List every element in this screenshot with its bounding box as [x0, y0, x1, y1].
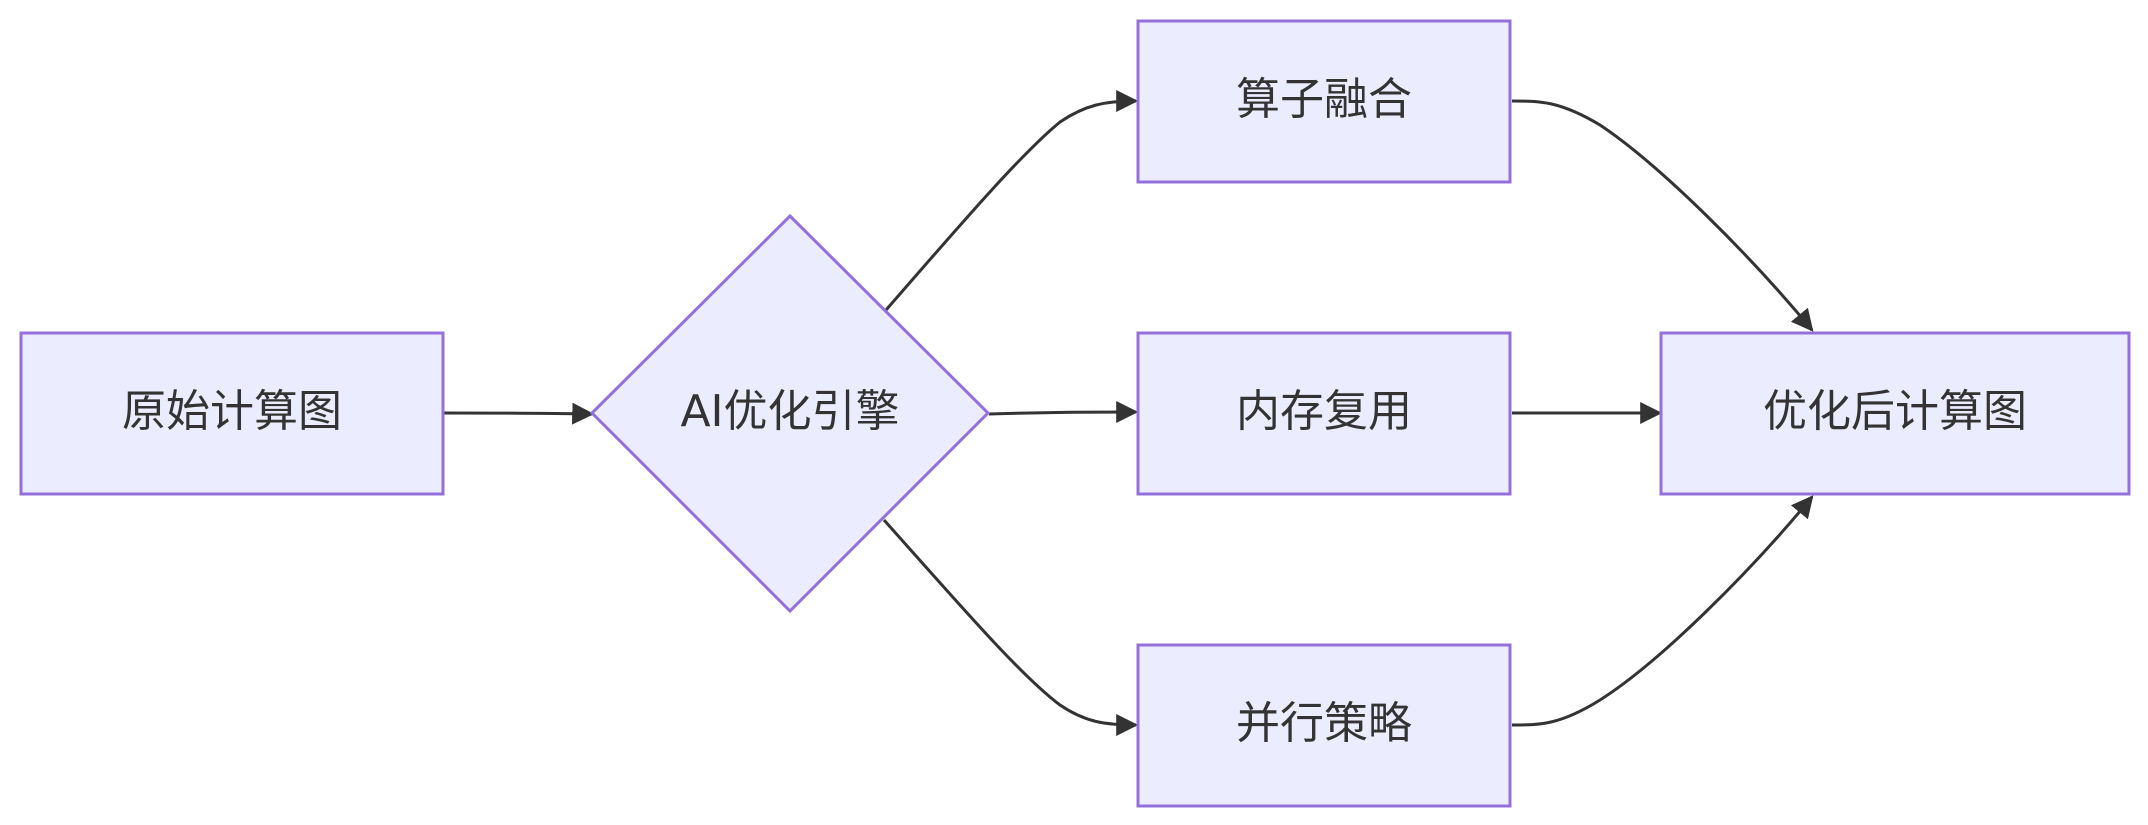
node-memory-box	[1136, 331, 1512, 496]
node-source-label: 原始计算图	[122, 386, 342, 437]
node-source: 原始计算图	[19, 331, 445, 496]
node-fusion-box	[1136, 19, 1512, 184]
edges	[443, 90, 1814, 736]
edge-fusion-to-result	[1511, 99, 1814, 332]
node-engine: AI优化引擎	[589, 213, 991, 614]
edge-engine-to-fusion	[884, 90, 1139, 311]
edge-parallel-to-result	[1511, 495, 1814, 727]
node-engine-diamond	[589, 213, 991, 614]
node-source-box	[19, 331, 445, 496]
node-fusion-label: 算子融合	[1236, 74, 1412, 125]
node-parallel-box	[1136, 643, 1512, 808]
node-result-label: 优化后计算图	[1763, 386, 2027, 437]
node-memory-label: 内存复用	[1236, 386, 1412, 437]
node-result: 优化后计算图	[1659, 331, 2131, 496]
node-parallel: 并行策略	[1136, 643, 1512, 808]
node-engine-label: AI优化引擎	[680, 386, 899, 437]
node-result-box	[1659, 331, 2131, 496]
edge-engine-to-memory	[988, 401, 1139, 424]
node-parallel-label: 并行策略	[1236, 698, 1412, 749]
edge-source-to-engine	[443, 402, 595, 425]
edge-engine-to-parallel	[882, 519, 1139, 736]
node-memory: 内存复用	[1136, 331, 1512, 496]
node-fusion: 算子融合	[1136, 19, 1512, 184]
